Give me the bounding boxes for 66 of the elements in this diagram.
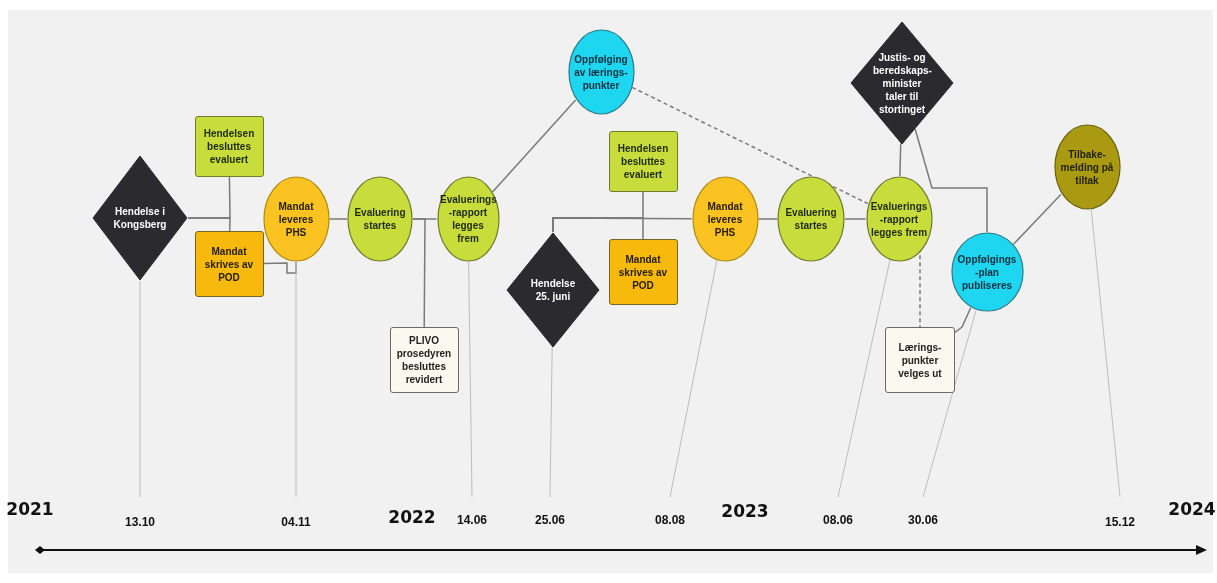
milestone-circle bbox=[1053, 124, 1121, 210]
connector-line bbox=[1012, 193, 1062, 246]
connector-line bbox=[631, 86, 869, 205]
year-label: 2024 bbox=[1168, 498, 1216, 521]
connector-line bbox=[899, 142, 902, 177]
step-box bbox=[885, 327, 955, 393]
connector-line bbox=[914, 128, 988, 233]
node-text: Tilbake- melding på tiltak bbox=[1059, 147, 1115, 187]
node-text: Hendelsen besluttes evaluert bbox=[202, 126, 256, 166]
connector-line bbox=[757, 218, 778, 220]
node-text: Mandat leveres PHS bbox=[277, 199, 315, 239]
connector-line bbox=[187, 217, 231, 232]
node-text: Evaluering startes bbox=[353, 206, 407, 232]
connector-line bbox=[412, 218, 426, 328]
leader-line bbox=[549, 346, 553, 498]
event-diamond bbox=[92, 155, 188, 281]
connector-line bbox=[954, 307, 972, 334]
step-box bbox=[608, 239, 678, 305]
node-text: Justis- og beredskaps- minister taler til stortinget bbox=[873, 50, 931, 116]
connector-line bbox=[328, 218, 348, 220]
year-label: 2023 bbox=[721, 500, 769, 523]
date-label: 08.08 bbox=[645, 511, 695, 529]
node-text: Lærings- punkter velges ut bbox=[897, 340, 943, 380]
milestone-circle bbox=[436, 176, 500, 262]
node-text: Mandat skrives av POD bbox=[617, 252, 669, 292]
node-text: Mandat leveres PHS bbox=[706, 199, 744, 239]
date-label: 25.06 bbox=[525, 511, 575, 529]
node-text: Hendelse i Kongsberg bbox=[112, 205, 168, 231]
leader-line bbox=[1090, 209, 1121, 498]
milestone-circle bbox=[691, 176, 759, 262]
milestone-circle bbox=[347, 176, 413, 262]
date-label: 13.10 bbox=[115, 513, 165, 531]
connector-line bbox=[552, 217, 693, 233]
year-label: 2021 bbox=[6, 498, 54, 521]
node-text: Oppfølgings -plan publiseres bbox=[956, 252, 1018, 292]
milestone-circle bbox=[567, 29, 635, 115]
node-text: PLIVO prosedyren besluttes revidert bbox=[395, 334, 453, 386]
milestone-circle bbox=[865, 176, 933, 262]
node-text: Evaluerings -rapport legges frem bbox=[440, 193, 496, 245]
node-text: Mandat skrives av POD bbox=[203, 244, 255, 284]
year-label: 2022 bbox=[388, 506, 436, 529]
milestone-circle bbox=[777, 176, 845, 262]
node-text: Evaluering startes bbox=[784, 206, 838, 232]
milestone-circle bbox=[950, 232, 1024, 312]
connector-line bbox=[844, 218, 867, 220]
step-box bbox=[194, 231, 264, 297]
connector-line bbox=[491, 99, 577, 193]
date-label: 15.12 bbox=[1095, 513, 1145, 531]
node-text: Hendelse 25. juni bbox=[529, 277, 577, 303]
node-text: Oppfølging av lærings- punkter bbox=[573, 52, 629, 92]
date-label: 30.06 bbox=[898, 511, 948, 529]
step-box bbox=[389, 327, 459, 393]
step-box bbox=[194, 115, 264, 177]
date-label: 08.06 bbox=[813, 511, 863, 529]
leader-line bbox=[669, 260, 718, 498]
date-label: 04.11 bbox=[271, 513, 321, 531]
step-box bbox=[608, 130, 678, 192]
event-diamond bbox=[850, 21, 954, 145]
milestone-circle bbox=[262, 176, 330, 262]
node-text: Evaluerings -rapport legges frem bbox=[870, 199, 928, 239]
date-label: 14.06 bbox=[447, 511, 497, 529]
node-text: Hendelsen besluttes evaluert bbox=[616, 141, 670, 181]
leader-line bbox=[468, 261, 473, 498]
leader-line bbox=[922, 309, 977, 498]
event-diamond bbox=[506, 232, 600, 348]
leader-line bbox=[837, 259, 891, 498]
